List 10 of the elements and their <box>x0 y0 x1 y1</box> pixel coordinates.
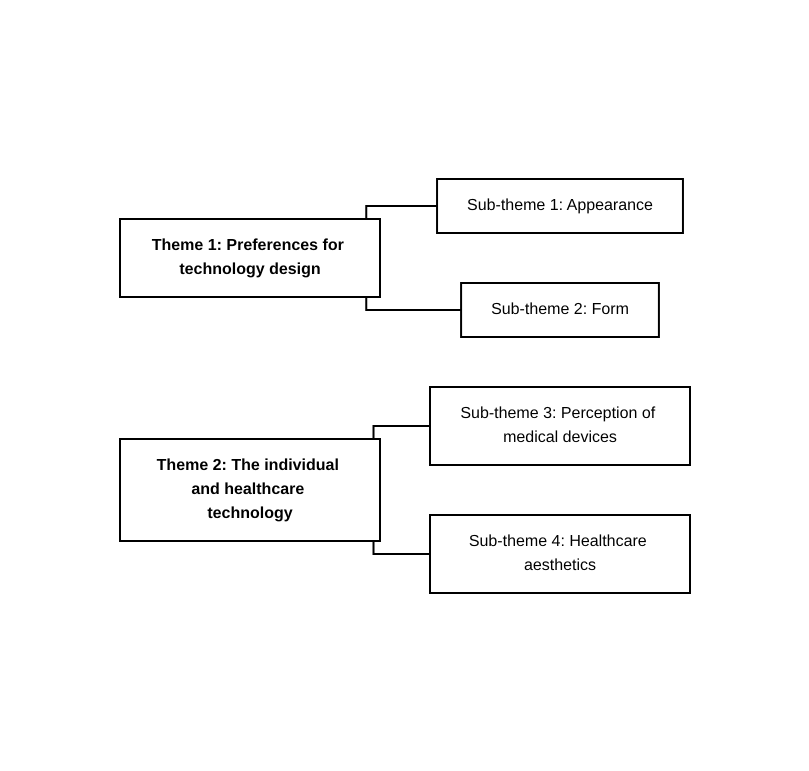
node-box: Sub-theme 3: Perception of medical devices <box>428 386 690 466</box>
node-box: Theme 2: The individual and healthcare technology <box>118 438 380 542</box>
connector <box>364 296 461 310</box>
connector <box>372 424 430 438</box>
connector <box>372 540 430 554</box>
connector <box>364 204 437 218</box>
node-box: Sub-theme 4: Healthcare aesthetics <box>428 514 690 594</box>
node-box: Sub-theme 1: Appearance <box>436 178 684 234</box>
node-box: Theme 1: Preferences for technology design <box>118 218 380 298</box>
node-box: Sub-theme 2: Form <box>460 282 660 338</box>
